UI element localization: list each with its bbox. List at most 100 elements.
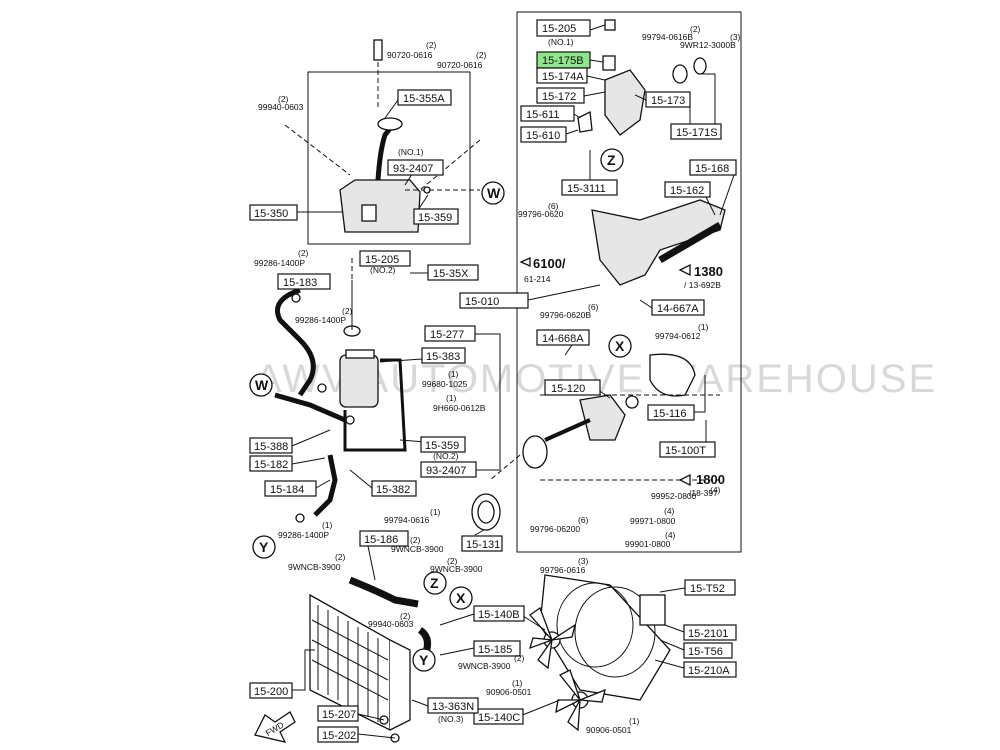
fwd-arrow: FWD: [254, 711, 296, 743]
part-label-15-185[interactable]: 15-185: [473, 640, 521, 657]
svg-text:(1): (1): [629, 716, 640, 726]
svg-text:9H660-0612B: 9H660-0612B: [433, 403, 486, 413]
svg-text:15-388: 15-388: [254, 441, 288, 453]
svg-text:Z: Z: [607, 152, 616, 168]
svg-text:15-183: 15-183: [283, 277, 317, 289]
part-label-15-174a[interactable]: 15-174A: [536, 67, 588, 84]
svg-text:15-205: 15-205: [542, 23, 576, 35]
callout-w-left[interactable]: W: [249, 373, 273, 397]
svg-text:/ 13-692B: / 13-692B: [684, 280, 721, 290]
radiator-reservoir-lower: [274, 258, 407, 523]
svg-text:(2): (2): [298, 248, 309, 258]
part-label-15-162[interactable]: 15-162: [664, 181, 711, 198]
part-label-15-383[interactable]: 15-383: [421, 347, 466, 364]
part-label-15-355a[interactable]: 15-355A: [397, 89, 452, 106]
part-label-15-205-no2[interactable]: 15-205: [359, 250, 411, 267]
part-label-15-120[interactable]: 15-120: [544, 379, 601, 396]
svg-text:15-120: 15-120: [551, 383, 585, 395]
part-label-15-610[interactable]: 15-610: [520, 126, 567, 143]
ref-1380[interactable]: 1380 / 13-692B: [678, 263, 723, 290]
part-label-15-210a[interactable]: 15-210A: [683, 661, 737, 678]
part-label-15-171s[interactable]: 15-171S: [670, 123, 722, 140]
svg-text:(1): (1): [512, 678, 523, 688]
part-label-15-183[interactable]: 15-183: [277, 273, 331, 290]
no2-note: (NO.2): [433, 451, 459, 461]
svg-text:15-202: 15-202: [322, 730, 356, 742]
part-label-15-140b[interactable]: 15-140B: [473, 605, 525, 622]
part-label-15-173[interactable]: 15-173: [645, 91, 691, 108]
svg-text:99796-0620B: 99796-0620B: [540, 310, 591, 320]
part-label-14-668a[interactable]: 14-668A: [536, 329, 590, 346]
svg-text:90720-0616: 90720-0616: [387, 50, 433, 60]
svg-text:(1): (1): [448, 369, 459, 379]
callout-y-left[interactable]: Y: [252, 535, 276, 559]
part-label-15-140c[interactable]: 15-140C: [473, 708, 524, 725]
part-label-15-t52[interactable]: 15-T52: [684, 579, 736, 596]
part-label-15-182[interactable]: 15-182: [249, 455, 293, 472]
svg-text:(2): (2): [426, 40, 437, 50]
svg-text:15-185: 15-185: [478, 644, 512, 656]
svg-text:(2): (2): [410, 535, 421, 545]
part-label-15-202[interactable]: 15-202: [317, 726, 359, 743]
ref-1800[interactable]: 1800 /18-397: [678, 472, 725, 498]
part-label-15-175b[interactable]: 15-175B: [536, 51, 591, 69]
svg-text:(6): (6): [588, 302, 599, 312]
svg-text:15-171S: 15-171S: [676, 127, 718, 139]
svg-text:Z: Z: [430, 575, 439, 591]
part-label-15-t56[interactable]: 15-T56: [683, 642, 733, 659]
part-label-93-2407-no2[interactable]: 93-2407: [420, 461, 477, 478]
part-label-15-186[interactable]: 15-186: [359, 530, 409, 547]
part-label-15-131[interactable]: 15-131: [461, 535, 503, 552]
part-label-15-100t[interactable]: 15-100T: [659, 441, 716, 458]
svg-text:15-35X: 15-35X: [433, 268, 469, 280]
svg-text:15-200: 15-200: [254, 686, 288, 698]
part-label-93-2407-no1[interactable]: 93-2407: [387, 159, 444, 176]
part-label-15-359-lower[interactable]: 15-359: [420, 436, 466, 453]
svg-text:(4): (4): [664, 506, 675, 516]
svg-text:15-382: 15-382: [376, 484, 410, 496]
callout-z-hose[interactable]: Z: [423, 571, 447, 595]
svg-text:(2): (2): [514, 653, 525, 663]
svg-text:15-T56: 15-T56: [688, 646, 723, 658]
part-label-15-3111[interactable]: 15-3111: [561, 179, 618, 196]
svg-text:15-610: 15-610: [526, 130, 560, 142]
ref-6100[interactable]: 6100/ 61-214: [519, 256, 566, 284]
svg-text:15-140B: 15-140B: [478, 609, 520, 621]
part-label-15-172[interactable]: 15-172: [536, 87, 585, 104]
svg-text:15-359: 15-359: [425, 440, 459, 452]
svg-text:(2): (2): [690, 24, 701, 34]
part-label-15-207[interactable]: 15-207: [317, 705, 359, 722]
callout-w-upper[interactable]: W: [481, 181, 505, 205]
part-label-13-363n[interactable]: 13-363N: [427, 697, 479, 714]
svg-text:15-140C: 15-140C: [478, 712, 520, 724]
part-label-15-200[interactable]: 15-200: [249, 682, 293, 699]
callout-z-pump[interactable]: Z: [600, 148, 624, 172]
svg-text:99794-0612: 99794-0612: [655, 331, 701, 341]
svg-text:99680-1025: 99680-1025: [422, 379, 468, 389]
reservoir-frame: [307, 71, 471, 245]
svg-text:99286-1400P: 99286-1400P: [278, 530, 329, 540]
part-label-15-168[interactable]: 15-168: [689, 159, 737, 176]
part-label-15-350[interactable]: 15-350: [249, 204, 298, 221]
part-label-15-382[interactable]: 15-382: [371, 480, 417, 497]
callout-x-hose[interactable]: X: [449, 586, 473, 610]
part-label-15-388[interactable]: 15-388: [249, 437, 293, 454]
part-label-15-35x[interactable]: 15-35X: [427, 264, 479, 281]
svg-text:15-116: 15-116: [653, 408, 686, 420]
part-label-15-116[interactable]: 15-116: [647, 404, 695, 421]
part-label-15-611[interactable]: 15-611: [520, 105, 575, 122]
svg-text:(1): (1): [322, 520, 333, 530]
callout-x-pump[interactable]: X: [608, 334, 632, 358]
svg-text:W: W: [487, 185, 501, 201]
reservoir-tank-upper: [284, 39, 481, 233]
part-label-15-277[interactable]: 15-277: [424, 325, 476, 342]
part-label-15-2101[interactable]: 15-2101: [683, 624, 737, 641]
part-label-15-359-upper[interactable]: 15-359: [413, 208, 459, 225]
svg-text:15-168: 15-168: [695, 163, 729, 175]
callout-y-radiator[interactable]: Y: [412, 648, 436, 672]
part-label-15-184[interactable]: 15-184: [264, 480, 317, 497]
fan-pulley: [471, 493, 501, 531]
part-label-15-205-no1[interactable]: 15-205: [536, 19, 591, 37]
part-label-14-667a[interactable]: 14-667A: [651, 299, 705, 316]
part-label-15-010[interactable]: 15-010: [459, 292, 529, 309]
